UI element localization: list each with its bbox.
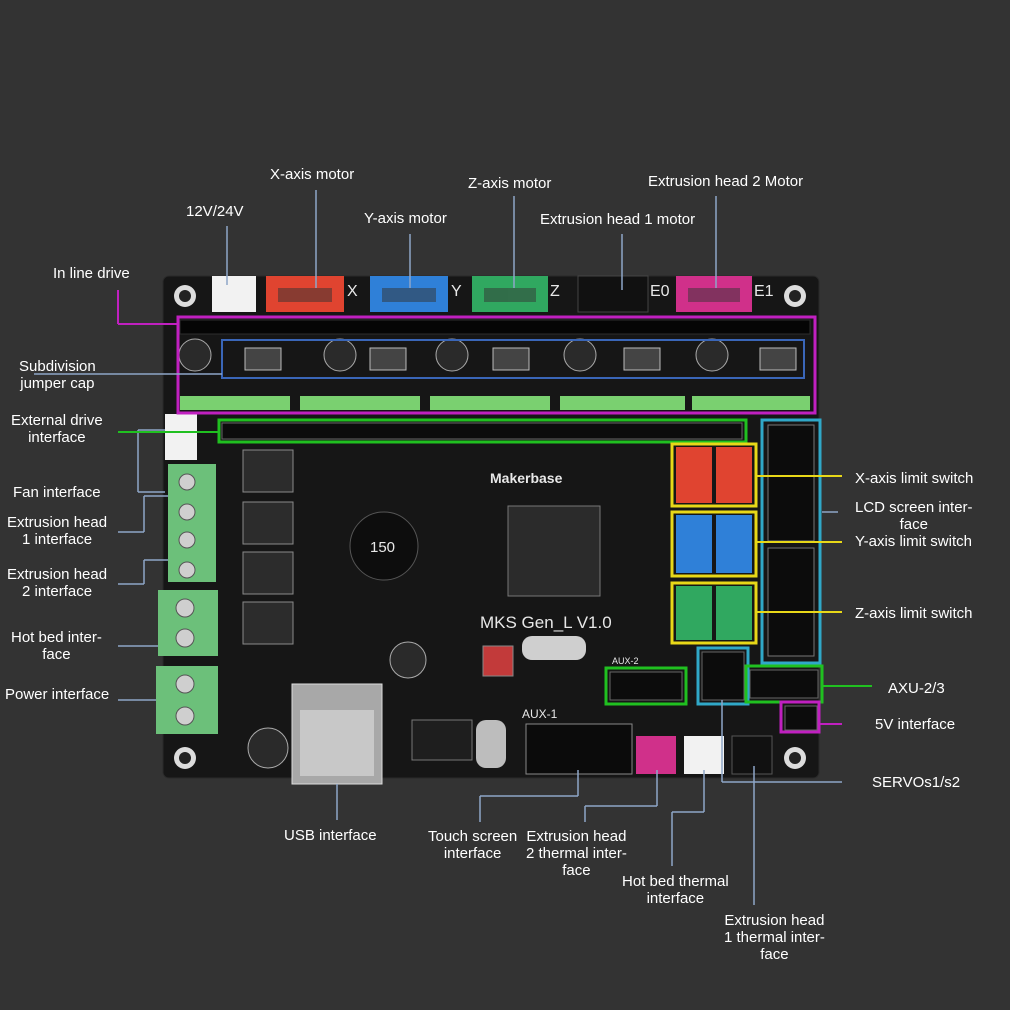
axis-mark-y: Y: [451, 283, 462, 300]
fan-connector: [165, 414, 197, 460]
label-power-interface: Power interface: [5, 686, 110, 703]
label-12v-24v: 12V/24V: [186, 203, 244, 220]
label-fan-interface: Fan interface: [13, 484, 101, 501]
aux2-box: [604, 666, 688, 706]
label-extrusion-head-2-interface: Extrusion head 2 interface: [7, 566, 108, 600]
five-v-box: [779, 700, 821, 734]
label-lcd-screen-interface: LCD screen inter- face: [855, 499, 973, 533]
driver-green-headers: [180, 396, 810, 410]
label-touch-screen-interface: Touch screen interface: [428, 828, 518, 862]
in-line-drive-box: [176, 315, 817, 415]
label-extrusion-head-1-thermal: Extrusion head 1 thermal inter- face: [724, 912, 825, 963]
axis-mark-e0: E0: [650, 283, 670, 300]
subdivision-jumper-box: [221, 339, 805, 379]
e0-motor-connector: [577, 275, 649, 313]
brand-logo-text: Makerbase: [490, 470, 563, 486]
driver-capacitors: [178, 338, 729, 372]
crystal: [522, 636, 586, 660]
board-model: MKS Gen_L V1.0: [480, 613, 612, 632]
driver-headers: [179, 319, 811, 335]
mosfets: [242, 449, 294, 645]
label-hot-bed-interface: Hot bed inter- face: [11, 629, 102, 663]
label-extrusion-head-2-thermal: Extrusion head 2 thermal inter- face: [526, 828, 627, 879]
heater-terminals: [156, 464, 218, 734]
reset-button: [482, 645, 514, 677]
limit-switch-connectors: [676, 447, 752, 640]
axis-mark-z: Z: [550, 283, 560, 300]
label-in-line-drive: In line drive: [53, 265, 130, 282]
external-drive-header: [221, 422, 743, 440]
e1-thermal-connector: [731, 735, 773, 775]
axis-mark-x: X: [347, 283, 358, 300]
servos-box: [696, 646, 750, 706]
label-x-axis-motor: X-axis motor: [270, 166, 355, 183]
subdivision-jumpers: [244, 347, 797, 371]
mcu-chip: [507, 505, 601, 597]
label-z-axis-motor: Z-axis motor: [468, 175, 552, 192]
label-hot-bed-thermal: Hot bed thermal interface: [622, 873, 729, 907]
axis-mark-e1: E1: [754, 283, 774, 300]
label-extrusion-head-1-interface: Extrusion head 1 interface: [7, 514, 108, 548]
bed-thermal-connector: [684, 736, 724, 774]
label-x-axis-limit-switch: X-axis limit switch: [855, 470, 974, 487]
label-subdivision-jumper-cap: Subdivision jumper cap: [19, 358, 96, 392]
mounting-holes: [174, 285, 806, 769]
label-y-axis-limit-switch: Y-axis limit switch: [855, 533, 972, 550]
power-capacitor: [247, 727, 289, 769]
label-extrusion-head-1-motor: Extrusion head 1 motor: [540, 211, 696, 228]
label-usb-interface: USB interface: [284, 827, 377, 844]
y-limit-box: [670, 510, 758, 578]
label-y-axis-motor: Y-axis motor: [364, 210, 447, 227]
aux1-silk: AUX-1: [522, 707, 558, 721]
label-5v-interface: 5V interface: [875, 716, 956, 733]
lcd-headers: [767, 424, 815, 657]
label-z-axis-limit-switch: Z-axis limit switch: [855, 605, 973, 622]
label-servos: SERVOs1/s2: [872, 774, 961, 791]
aux2-silk: AUX-2: [612, 656, 639, 666]
label-extrusion-head-2-motor: Extrusion head 2 Motor: [648, 173, 804, 190]
inductor: [349, 511, 419, 581]
e2-thermal-connector: [636, 736, 676, 774]
aux1-connector: [525, 723, 633, 775]
label-external-drive-interface: External drive interface: [11, 412, 103, 446]
inductor-marking: 150: [370, 539, 395, 556]
label-axu-2-3: AXU-2/3: [888, 680, 945, 697]
power-12v-connector: [212, 276, 256, 312]
